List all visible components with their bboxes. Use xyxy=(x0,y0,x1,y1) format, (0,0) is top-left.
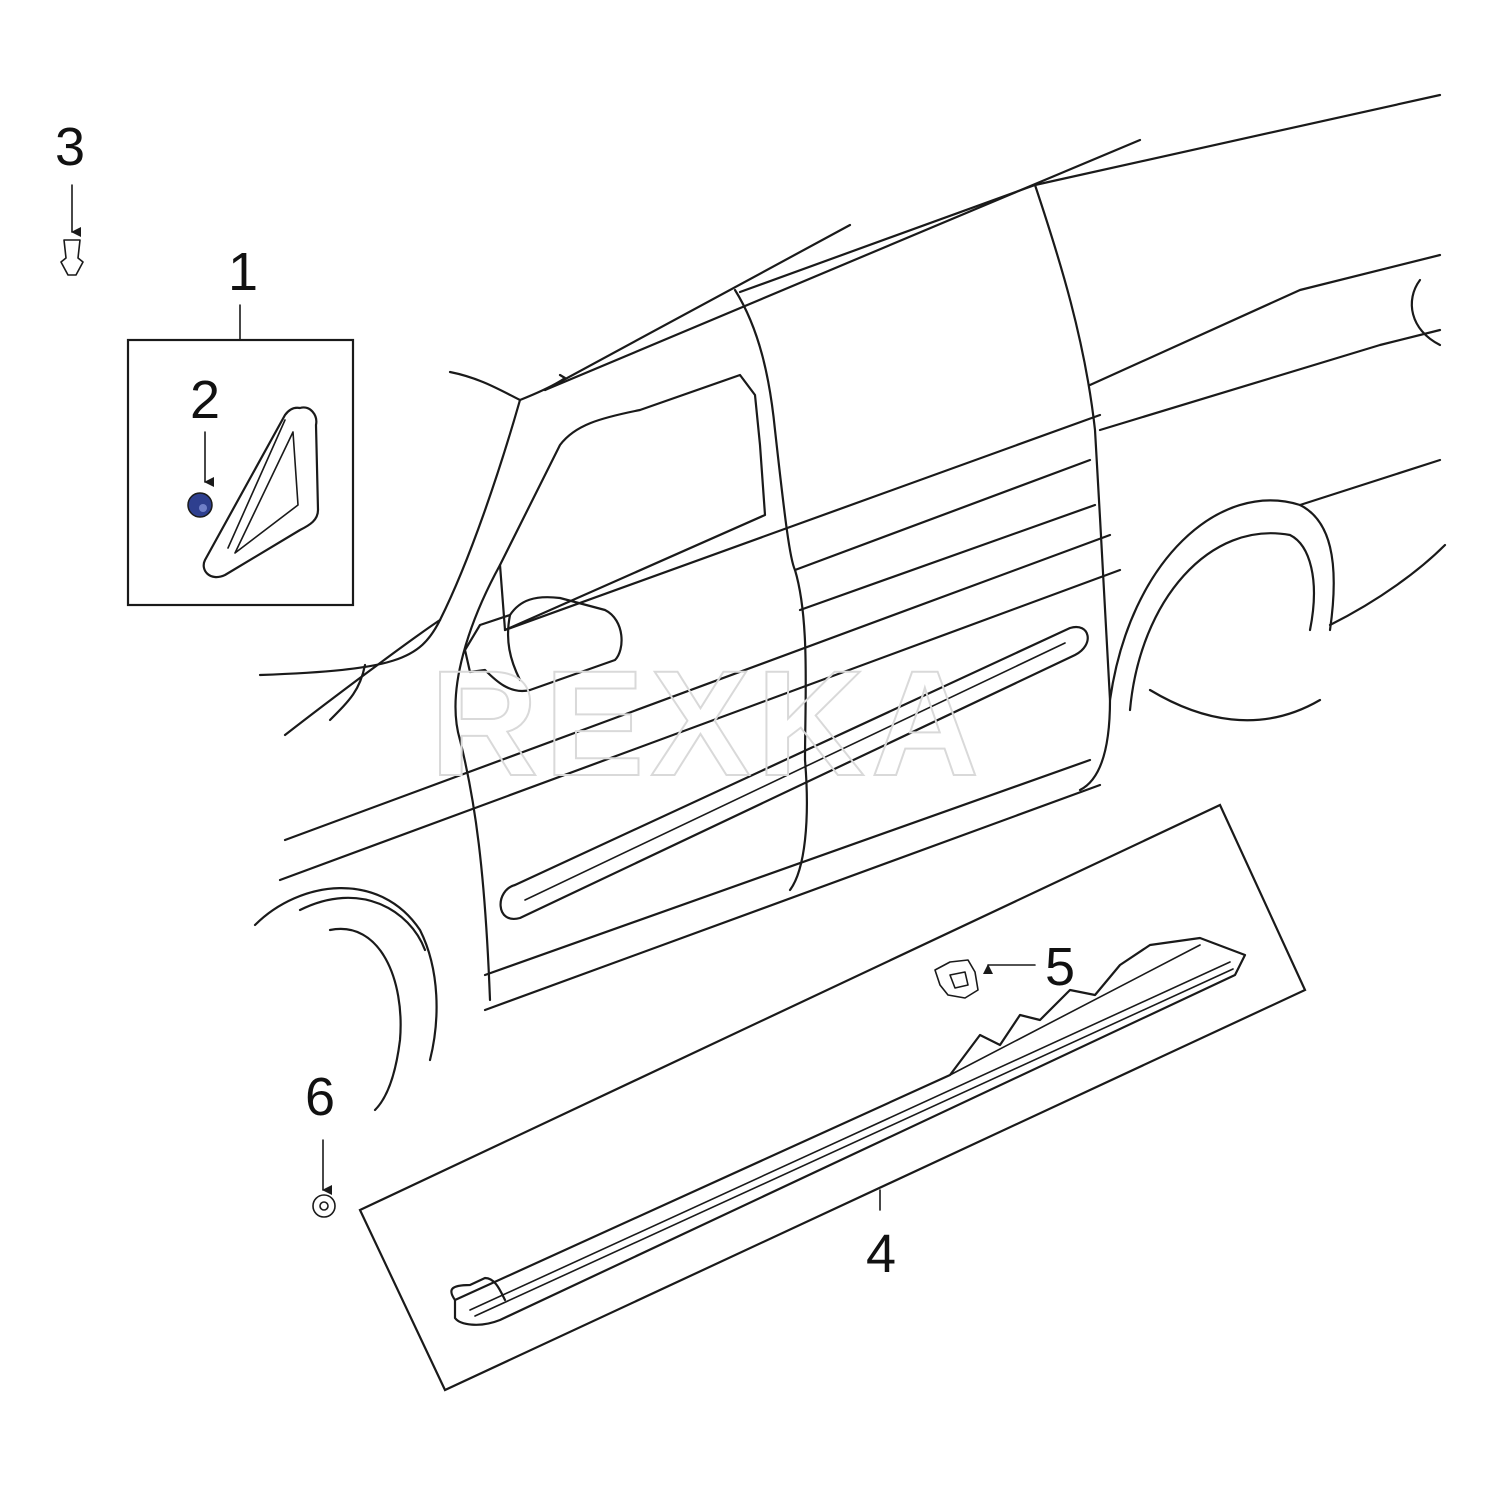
part-3-clip: 3 xyxy=(55,117,85,276)
part-1-trim: 1 2 xyxy=(126,242,355,607)
part-2-clip xyxy=(187,492,213,518)
part-4-rocker-molding: 4 xyxy=(358,803,1307,1392)
part-6-grommet: 6 xyxy=(305,1067,336,1218)
callout-5: 5 xyxy=(1045,937,1075,997)
callout-4: 4 xyxy=(866,1224,896,1284)
part-5-clip: 5 xyxy=(934,937,1075,999)
callout-3: 3 xyxy=(55,117,85,177)
watermark-text: REXKA xyxy=(430,639,985,807)
vehicle-body xyxy=(253,93,1447,1112)
callout-6: 6 xyxy=(305,1067,335,1127)
callout-1: 1 xyxy=(228,242,258,302)
part-1-box xyxy=(126,338,355,607)
callout-2: 2 xyxy=(190,370,220,430)
